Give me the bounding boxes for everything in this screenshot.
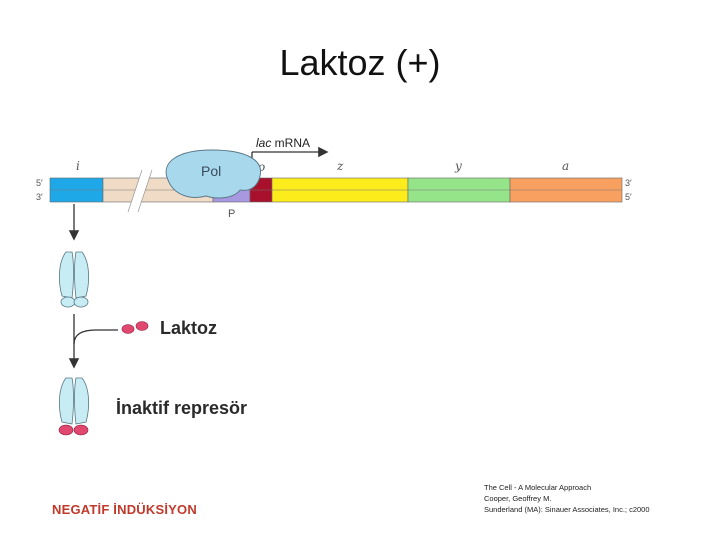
strand-break-mark <box>127 169 153 213</box>
citation-line: Sunderland (MA): Sinauer Associates, Inc… <box>484 505 650 514</box>
lactose-label: Laktoz <box>160 318 217 338</box>
negative-induction-label: NEGATİF İNDÜKSİYON <box>52 502 197 517</box>
strand-label-3-right: 3′ <box>625 178 632 188</box>
gene-label-i: i <box>76 159 80 173</box>
inactive-repressor-label: İnaktif represör <box>116 398 247 418</box>
gene-label-a: a <box>562 159 569 173</box>
citation: The Cell - A Molecular Approach Cooper, … <box>484 482 714 515</box>
repressor-protein <box>58 251 90 308</box>
gene-label-o: o <box>258 160 265 174</box>
lactose-molecule <box>121 321 149 334</box>
inactive-repressor-protein <box>58 377 90 436</box>
strand-label-5-left: 5′ <box>36 178 43 188</box>
strand-label-5-right: 5′ <box>625 192 632 202</box>
strand-label-3-left: 3′ <box>36 192 43 202</box>
citation-line: Cooper, Geoffrey M. <box>484 494 552 503</box>
transcript-arrow <box>251 146 329 160</box>
rna-polymerase <box>165 149 262 199</box>
gene-label-z: z <box>336 159 344 173</box>
lac-mrna-label: lac mRNA <box>256 136 310 150</box>
slide-title: Laktoz (+) <box>279 42 441 83</box>
gene-label-y: y <box>454 159 462 173</box>
promoter-label: P <box>228 208 235 220</box>
lactose-binding-arrow <box>68 314 118 369</box>
citation-line: The Cell - A Molecular Approach <box>484 483 592 492</box>
polymerase-label: Pol <box>201 163 221 179</box>
